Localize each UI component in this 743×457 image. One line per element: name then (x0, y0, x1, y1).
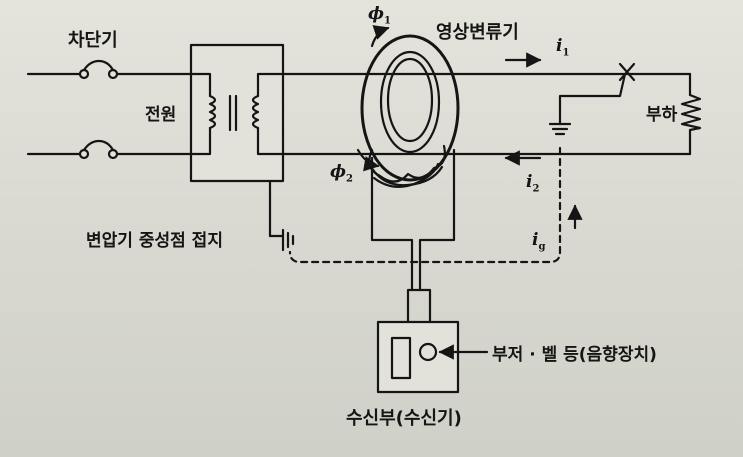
i1-symbol: i1 (556, 36, 570, 59)
receiver-lead (406, 288, 432, 324)
ground-icon (268, 228, 295, 252)
buzzer-icon (390, 336, 438, 380)
transformer-ground-label: 변압기 중성점 접지 (86, 231, 223, 251)
ig-symbol: ig (532, 230, 546, 253)
receiver-label: 수신부(수신기) (346, 408, 462, 429)
zct-toroid-icon (360, 34, 460, 189)
breaker-switch-icon (78, 59, 119, 160)
breaker-label: 차단기 (68, 30, 118, 51)
resistor-load-icon (680, 93, 702, 132)
phi1-symbol: ϕ1 (368, 4, 391, 27)
fault-ground-icon (548, 122, 572, 136)
phi2-symbol: ϕ2 (330, 162, 353, 185)
fault-leak-path (558, 72, 627, 110)
phi2-arrow (356, 148, 380, 172)
power-source-label: 전원 (145, 105, 177, 125)
ground-return-path (288, 146, 562, 264)
transformer-icon (189, 43, 285, 183)
receiver-box (376, 320, 460, 394)
load-label: 부하 (646, 105, 678, 125)
i2-symbol: i2 (526, 172, 540, 195)
buzzer-label: 부저 · 벨 등(음향장치) (492, 345, 657, 365)
fault-point-icon (618, 62, 636, 82)
phi1-arrow (370, 25, 390, 48)
zct-secondary-wire (370, 148, 456, 292)
zct-label: 영상변류기 (436, 22, 519, 43)
